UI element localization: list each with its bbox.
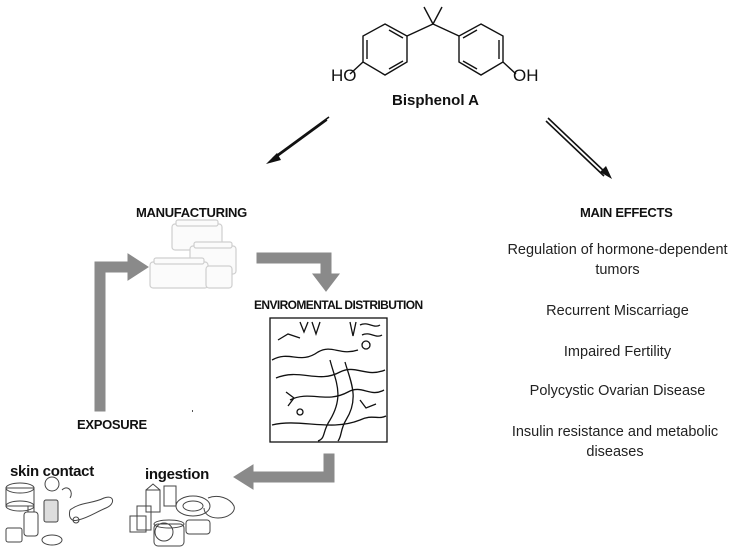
- hydroxyl-left-label: HO: [331, 66, 357, 85]
- containers-image: [149, 219, 237, 289]
- skin-contact-image: [5, 476, 113, 546]
- arrow-to-effects: [547, 117, 607, 174]
- exposure-label: EXPOSURE: [77, 417, 147, 432]
- arrow-to-distribution: [256, 252, 330, 264]
- right-benzene-ring: [458, 23, 504, 76]
- left-benzene-ring: [362, 23, 408, 76]
- compound-name: Bisphenol A: [392, 92, 479, 109]
- skin-contact-label: skin contact: [10, 463, 94, 480]
- ingestion-label: ingestion: [145, 466, 209, 483]
- effect-item: Recurrent Miscarriage: [546, 303, 689, 319]
- manufacturing-label: MANUFACTURING: [136, 205, 247, 220]
- landscape-image: [269, 317, 388, 443]
- effect-item: Impaired Fertility: [563, 344, 672, 360]
- main-effects-label: MAIN EFFECTS: [580, 205, 673, 220]
- hydroxyl-right-label: OH: [513, 66, 539, 85]
- arrow-to-manufacturing: [272, 116, 330, 159]
- effect-item: Insulin resistance and metabolic disease…: [511, 424, 719, 460]
- arrow-to-manufacturing-cycle: [94, 261, 106, 412]
- ingestion-image: [129, 483, 235, 547]
- effect-item: Regulation of hormone-dependent tumors: [507, 242, 728, 278]
- distribution-label: ENVIROMENTAL DISTRIBUTION: [254, 298, 423, 312]
- effect-item: Polycystic Ovarian Disease: [529, 383, 706, 399]
